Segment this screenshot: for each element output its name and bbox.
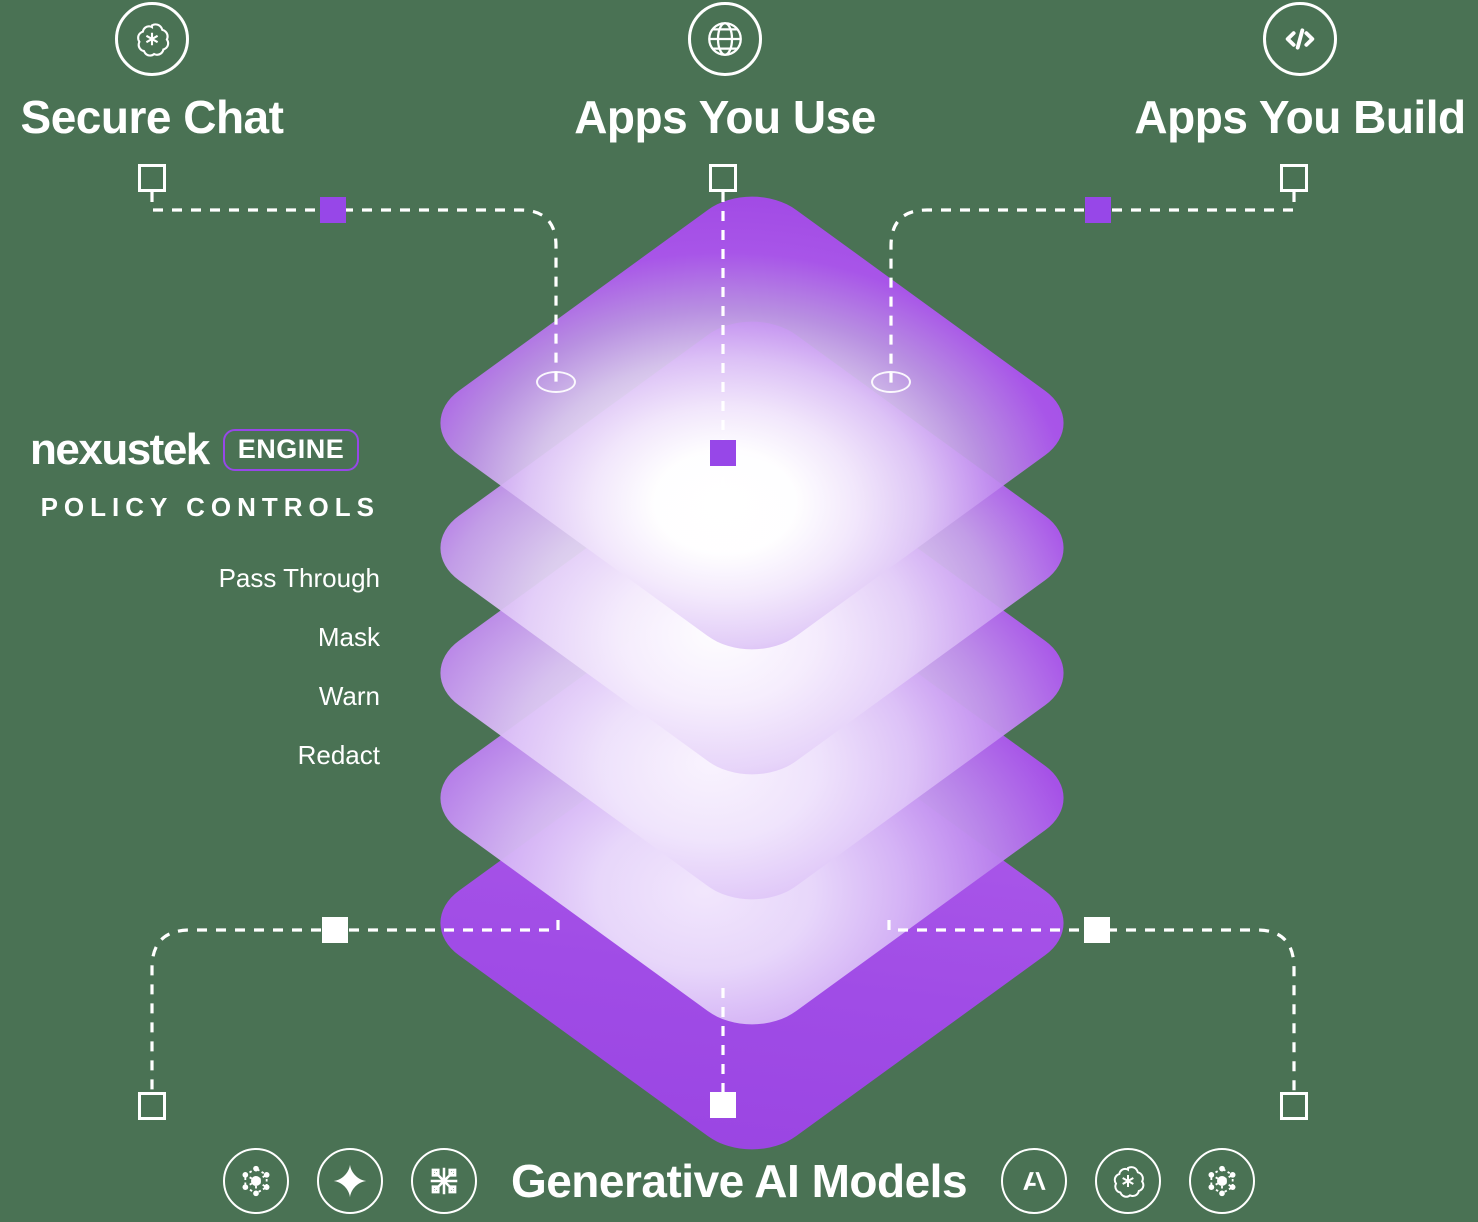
node-apps-you-build-policy-marker[interactable]	[1085, 197, 1111, 223]
gemini-sparkle-icon[interactable]	[316, 1148, 383, 1214]
node-secure-chat-port[interactable]	[138, 164, 166, 192]
node-secure-chat-policy-marker[interactable]	[320, 197, 346, 223]
node-models-center-port[interactable]	[710, 1092, 736, 1118]
openai-icon[interactable]	[1095, 1148, 1162, 1214]
generative-ai-models-title: Generative AI Models	[510, 1155, 968, 1207]
endpoint-label: Apps You Build	[1134, 91, 1466, 143]
policy-controls-block: nexustek ENGINE POLICY CONTROLS Pass Thr…	[30, 428, 382, 771]
code-brackets-icon	[1263, 2, 1337, 76]
endpoint-apps-you-build[interactable]: Apps You Build	[1110, 2, 1478, 144]
policy-item-redact: Redact	[297, 740, 380, 770]
openai-icon	[115, 2, 189, 76]
network-cluster-icon[interactable]	[1189, 1148, 1256, 1214]
meta-network-icon[interactable]	[222, 1148, 289, 1214]
endpoint-secure-chat[interactable]: Secure Chat	[0, 2, 322, 144]
policy-item-warn: Warn	[318, 681, 380, 711]
engine-badge: ENGINE	[222, 429, 360, 471]
node-models-right-marker[interactable]	[1084, 917, 1110, 943]
policy-controls-heading: POLICY CONTROLS	[40, 492, 380, 522]
node-apps-you-build-port[interactable]	[1280, 164, 1308, 192]
node-center-policy-marker[interactable]	[710, 440, 736, 466]
endpoint-apps-you-use[interactable]: Apps You Use	[535, 2, 915, 144]
policy-layer-stack	[409, 177, 1090, 1169]
mistral-icon[interactable]	[410, 1148, 477, 1214]
globe-icon	[688, 2, 762, 76]
policy-item-mask: Mask	[317, 622, 380, 652]
port-ellipse-right	[871, 371, 911, 393]
node-models-left-port[interactable]	[138, 1092, 166, 1120]
anthropic-icon[interactable]	[1001, 1148, 1068, 1214]
port-ellipse-left	[536, 371, 576, 393]
endpoint-label: Apps You Use	[574, 91, 876, 143]
generative-ai-models-row: Generative AI Models	[0, 1140, 1478, 1222]
policy-item-pass-through: Pass Through	[218, 563, 380, 593]
nexustek-wordmark: nexustek	[30, 425, 210, 474]
node-apps-you-use-port[interactable]	[709, 164, 737, 192]
node-models-left-marker[interactable]	[322, 917, 348, 943]
port-ellipse-center	[703, 487, 743, 509]
brand-row: nexustek ENGINE	[30, 428, 382, 472]
policy-controls-list: Pass Through Mask Warn Redact	[30, 563, 382, 771]
node-models-right-port[interactable]	[1280, 1092, 1308, 1120]
endpoint-label: Secure Chat	[20, 91, 284, 143]
